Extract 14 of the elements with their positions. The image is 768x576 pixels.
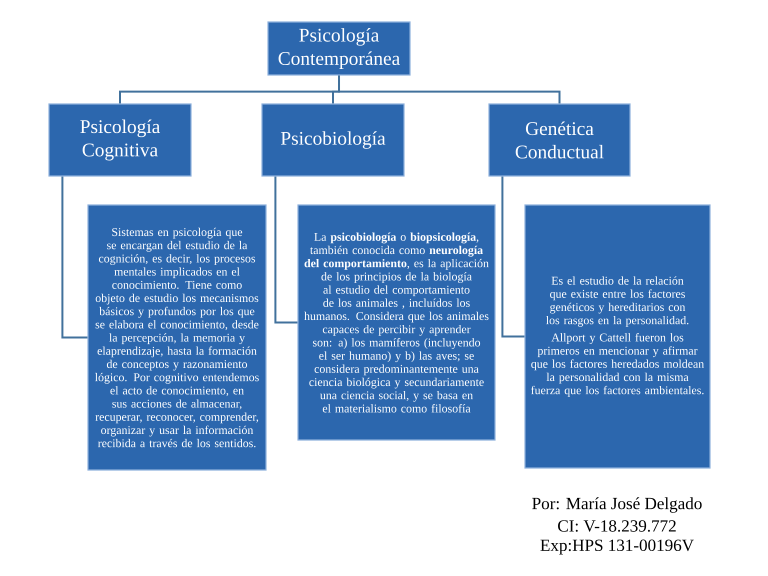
description-box: Sistemas en psicología que se encargan del estudio de la cognición, es decir, los procesos mentales implicados en el conocimiento. Tiene como objeto de estudio los mecanismos básicos y profundos por los que se elabora el conocimiento, desde la percepción, la memoria y elaprendizaje, hasta la formación de conceptos y razonamiento lógico. Por cognitivo entendemos el acto de conocimiento, en sus acciones de almacenar, recuperar, reconocer, comprender, organizar y usar la información recibida a través de los sentidos. — [87, 204, 267, 471]
category-box: Psicología Cognitiva — [48, 103, 192, 177]
credit-text: Por: María José Delgado — [532, 497, 702, 513]
category-box: Psicobiología — [261, 103, 405, 177]
connector-line — [338, 76, 560, 104]
connector-line — [274, 176, 298, 324]
category-box: Genética Conductual — [488, 103, 631, 177]
description-box: Es el estudio de la relación que existe entre los factores genéticos y hereditarios con los rasgos en la personalidad. Allport y Cattell fueron los primeros en mencionar y afirmar que los factores heredados moldean la personalidad con la misma fuerza que los factores ambientales. — [524, 204, 711, 469]
credit-text: Exp:HPS 131-00196V — [540, 540, 694, 554]
credit-text: CI: V-18.239.772 — [558, 520, 676, 532]
connector-line — [61, 176, 88, 338]
category-box: Psicología Contemporánea — [267, 21, 411, 76]
connector-line — [501, 176, 524, 338]
description-box: La psicobiología o biopsicología, también conocida como neurología del comportamiento, es la aplicación de los principios de la biología al estudio del comportamiento de los animales , incluídos los humanos. Considera que los animales capaces de percibir y aprender son: a) los mamíferos (incluyendo el ser humano) y b) las aves; se considera predominantemente una ciencia biológica y secundariamente una ciencia social, y se basa en el materialismo como filosofía — [297, 204, 496, 441]
